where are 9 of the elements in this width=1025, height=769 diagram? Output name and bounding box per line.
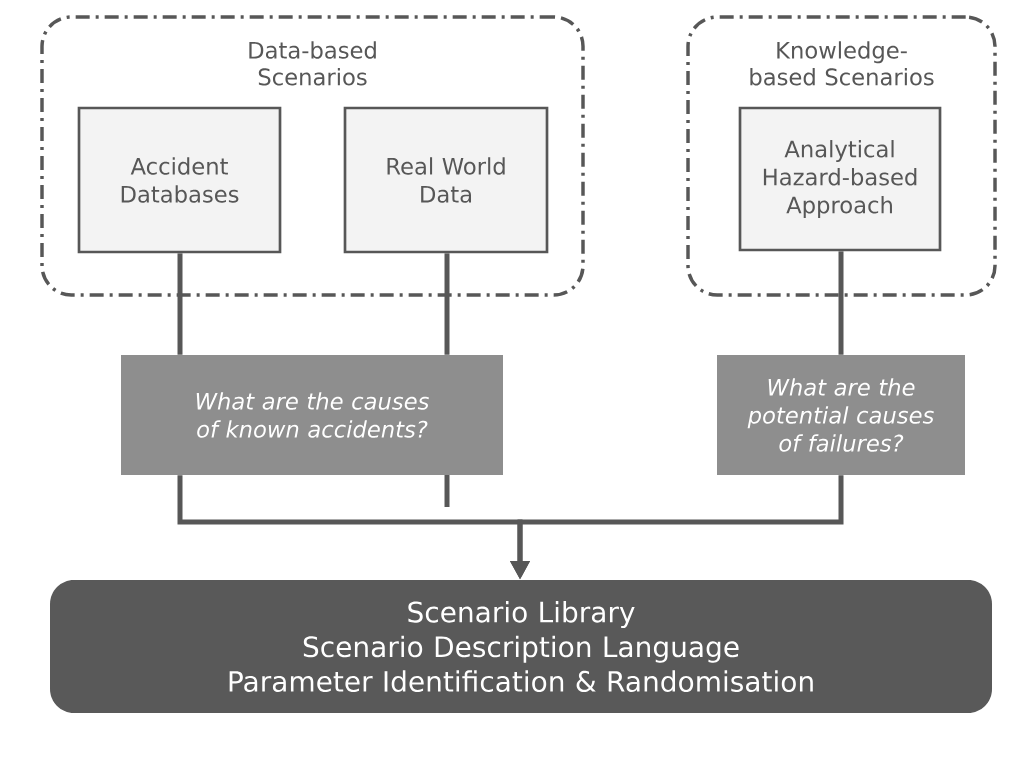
process-box: Analytical Hazard-based Approach [738,106,942,252]
connector [838,251,844,355]
connector [177,253,183,355]
question-box: What are the causes of known accidents? [121,355,503,475]
process-box: Real World Data [343,106,549,254]
library-box: Scenario Library Scenario Description Language Parameter Identification & Randomisation [50,580,992,713]
connector [444,253,450,355]
process-box: Accident Databases [77,106,282,254]
question-box: What are the potential causes of failures? [717,355,965,475]
